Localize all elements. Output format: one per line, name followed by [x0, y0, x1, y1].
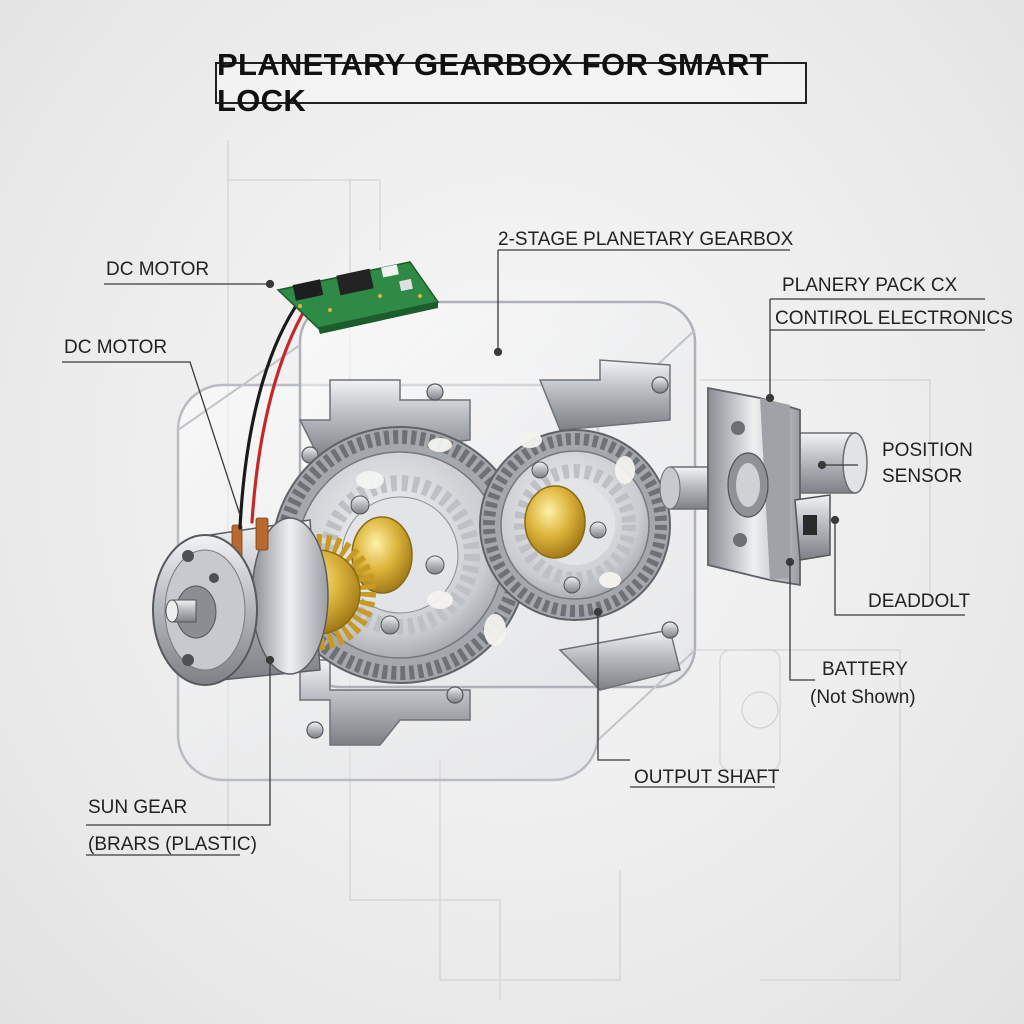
leader-lines	[62, 249, 985, 856]
mounting-flange	[707, 386, 801, 587]
position-sensor	[794, 494, 831, 561]
label-output-shaft: OUTPUT SHAFT	[634, 767, 780, 788]
label-gearbox: 2-STAGE PLANETARY GEARBOX	[498, 229, 794, 250]
label-dc-motor-left: DC MOTOR	[64, 337, 168, 358]
housing-screws	[301, 376, 679, 739]
label-sun-gear: SUN GEAR	[88, 797, 188, 818]
label-position-sensor-line2: SENSOR	[882, 466, 963, 487]
dc-motor	[152, 517, 329, 686]
planetary-stage-2	[479, 429, 671, 621]
label-deadbolt: DEADDOLT	[868, 591, 971, 612]
label-battery-line1: BATTERY	[822, 659, 908, 680]
label-dc-motor-top: DC MOTOR	[106, 259, 210, 280]
label-position-sensor-line1: POSITION	[882, 440, 973, 461]
label-control-electronics: CONTIROL ELECTRONICS	[775, 308, 1013, 329]
label-battery-line2: (Not Shown)	[810, 687, 916, 708]
label-planery-pack: PLANERY PACK CX	[782, 275, 958, 296]
motor-wires	[238, 296, 314, 530]
control-pcb	[276, 261, 440, 334]
label-gears-plastic: (BRARS (PLASTIC)	[88, 834, 257, 855]
